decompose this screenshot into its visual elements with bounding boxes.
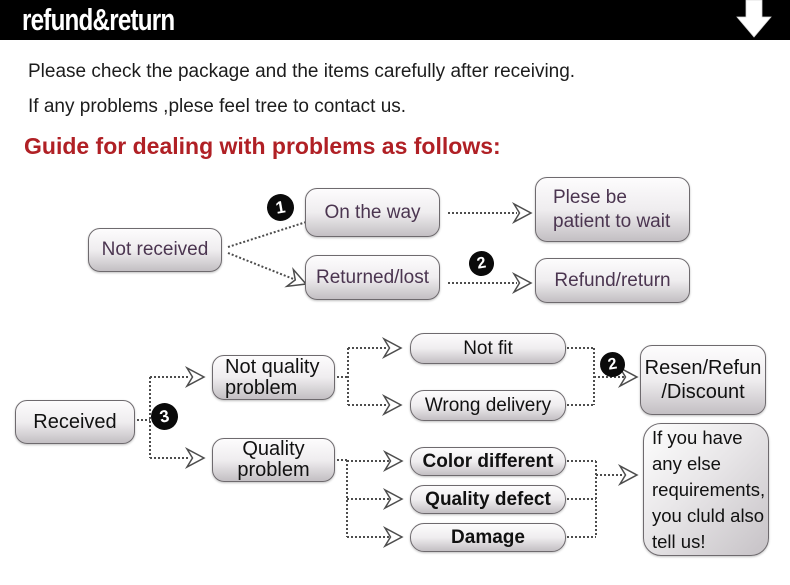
node-label: Refund/return — [554, 269, 671, 291]
node-quality-defect: Quality defect — [410, 485, 566, 514]
arrowhead — [511, 272, 533, 294]
node-quality-problem: Quality problem — [212, 438, 335, 482]
arrowhead — [382, 450, 404, 472]
arrowhead — [381, 394, 403, 416]
arrowhead — [184, 447, 206, 469]
node-damage: Damage — [410, 523, 566, 552]
node-label: Not received — [101, 239, 209, 260]
node-label: Received — [33, 411, 117, 433]
node-label-line1: Plese be — [553, 186, 627, 208]
node-returned-lost: Returned/lost — [305, 255, 440, 300]
node-label-line3: requirements, — [652, 478, 766, 500]
node-label: Wrong delivery — [424, 394, 552, 416]
badge-step-3: 3 — [148, 400, 181, 433]
node-label-line2: any else — [652, 452, 721, 474]
node-refund-return: Refund/return — [535, 258, 690, 303]
node-label-line2: patient to wait — [553, 210, 671, 232]
node-label-line1: If you have — [652, 426, 743, 448]
node-label-line2: problem — [237, 459, 310, 481]
arrowhead — [382, 526, 404, 548]
node-received: Received — [15, 400, 135, 444]
node-label-line1: Quality — [242, 438, 305, 460]
guide-heading: Guide for dealing with problems as follo… — [24, 133, 501, 159]
node-resend-refund-discount: Resen/Refun /Discount — [640, 345, 766, 415]
arrowhead — [184, 366, 206, 388]
connector-notreceived-returnedlost — [227, 252, 297, 281]
node-label: On the way — [324, 201, 421, 223]
badge-step-2b: 2 — [598, 350, 627, 379]
node-label: Not fit — [463, 337, 513, 359]
arrowhead — [617, 464, 639, 486]
arrowhead — [381, 337, 403, 359]
arrowhead — [382, 488, 404, 510]
node-label-line1: Not quality — [225, 355, 320, 378]
badge-step-2: 2 — [467, 249, 496, 278]
node-label-line2: /Discount — [661, 381, 745, 403]
node-on-the-way: On the way — [305, 188, 440, 237]
node-label: Color different — [422, 450, 554, 472]
node-any-else-requirements: If you have any else requirements, you c… — [643, 423, 769, 556]
node-label-line2: problem — [225, 376, 298, 399]
node-label-line1: Resen/Refun — [644, 357, 762, 379]
node-not-quality-problem: Not quality problem — [212, 355, 335, 400]
node-patient-to-wait: Plese be patient to wait — [535, 177, 690, 242]
header-title: refund&return — [22, 2, 175, 37]
node-label-line5: tell us! — [652, 530, 706, 552]
node-label: Damage — [451, 526, 525, 548]
node-color-different: Color different — [410, 447, 566, 476]
node-label-line4: you cluld also — [652, 504, 765, 526]
node-not-fit: Not fit — [410, 333, 566, 364]
node-label: Quality defect — [425, 488, 551, 510]
intro-line-2: If any problems ,plese feel tree to cont… — [28, 96, 407, 117]
node-wrong-delivery: Wrong delivery — [410, 390, 566, 421]
badge-step-1: 1 — [264, 191, 297, 224]
arrowhead — [511, 202, 533, 224]
header-bar: refund&return — [0, 0, 790, 40]
node-label: Returned/lost — [315, 266, 429, 288]
intro-line-1: Please check the package and the items c… — [28, 61, 576, 82]
node-not-received: Not received — [88, 228, 222, 272]
